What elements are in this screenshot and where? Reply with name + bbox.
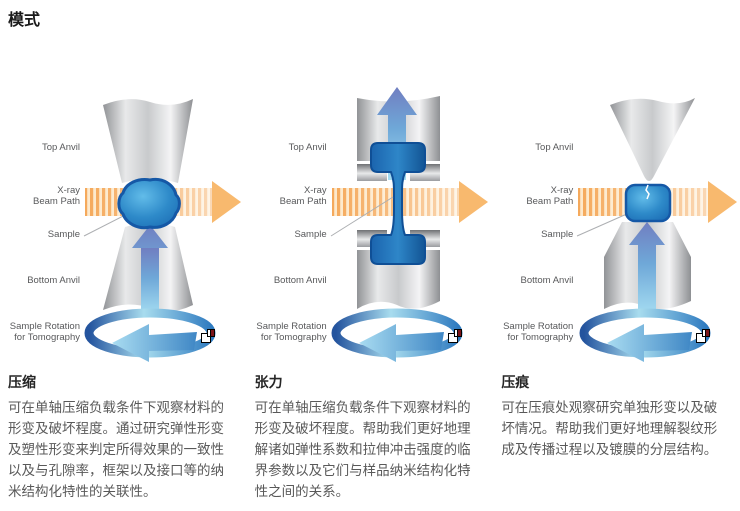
image-placeholder-icon [696,329,711,343]
compression-diagram-graphic [83,99,241,362]
sample-leader-line [577,212,630,237]
sample-label: Sample [294,229,327,240]
up-load-arrow [629,222,666,315]
top-anvil-label: Top Anvil [535,142,574,153]
sample-dogbone [369,142,426,265]
sample-block [625,183,672,223]
mode-heading-tension: 张力 [254,374,283,390]
mode-heading-indentation: 压痕 [501,374,530,390]
sample-label: Sample [541,229,574,240]
tension-caption: 张力 可在单轴压缩负载条件下观察材料的形变及破坏程度。帮助我们更好地理解诸如弹性… [247,372,494,502]
compression-caption: 压缩 可在单轴压缩负载条件下观察材料的形变及破坏程度。通过研究弹性形变及塑性形变… [0,372,247,502]
sample-leader-line [330,196,393,237]
top-anvil-shape [103,99,193,183]
crack-line [645,184,651,200]
mode-description-compression: 可在单轴压缩负载条件下观察材料的形变及破坏程度。通过研究弹性形变及塑性形变来判定… [8,400,224,499]
rotation-arrow [84,308,216,362]
image-placeholder-icon [201,329,215,343]
page-title: 模式 [8,12,41,29]
sample-label: Sample [47,229,80,240]
indentation-diagram-graphic [577,98,738,362]
bottom-anvil-label: Bottom Anvil [27,275,80,286]
up-load-arrow-shaft [141,248,159,315]
rotation-arrow [331,308,463,362]
sample-blob [117,177,181,230]
xray-beam-arrow [331,181,488,223]
up-load-arrow [376,87,417,180]
bottom-anvil-label: Bottom Anvil [520,275,574,286]
image-placeholder-icon [447,329,462,343]
bottom-anvil-label: Bottom Anvil [273,275,327,286]
rotation-arrow [579,308,711,362]
tension-diagram-graphic [330,87,488,362]
top-anvil-label: Top Anvil [288,142,327,153]
indentation-caption: 压痕 可在压痕处观察研究单独形变以及破坏情况。帮助我们更好地理解裂纹形成及传播过… [493,372,740,460]
top-anvil-label: Top Anvil [41,142,80,153]
mode-heading-compression: 压缩 [8,374,36,390]
mode-description-tension: 可在单轴压缩负载条件下观察材料的形变及破坏程度。帮助我们更好地理解诸如弹性系数和… [254,400,471,499]
top-anvil-shape [610,98,696,181]
mode-description-indentation: 可在压痕处观察研究单独形变以及破坏情况。帮助我们更好地理解裂纹形成及传播过程以及… [501,400,718,457]
